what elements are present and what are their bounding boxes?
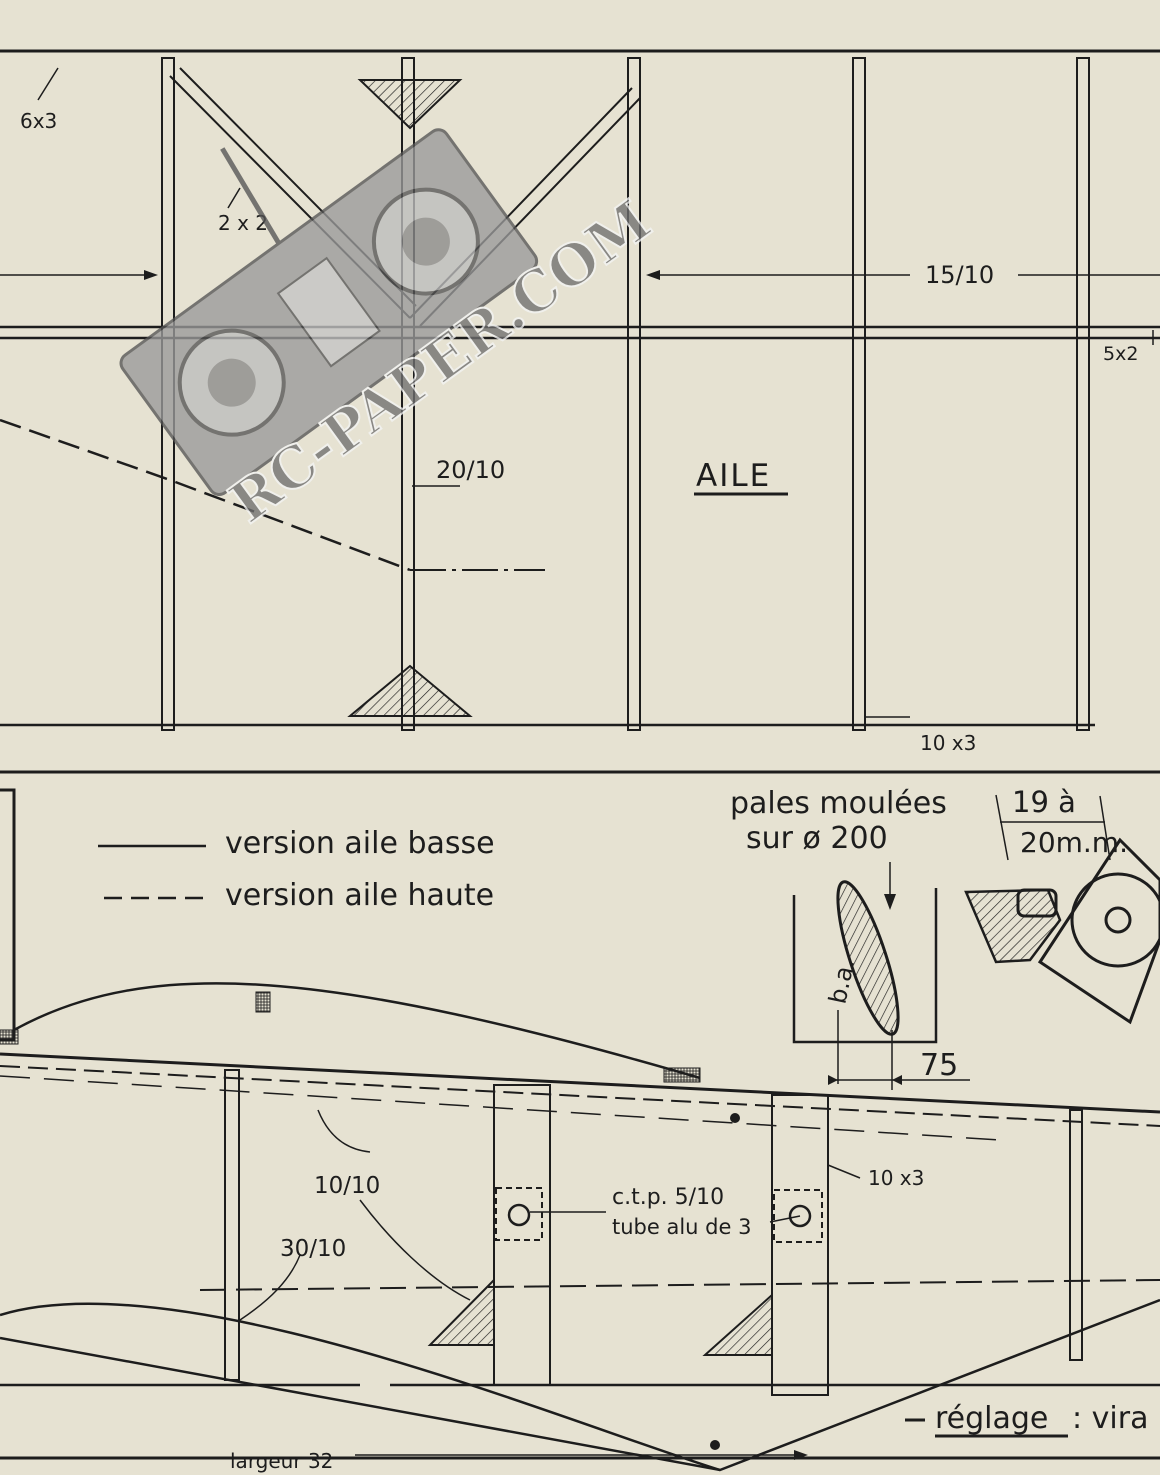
plywood-plate-a xyxy=(495,1187,543,1241)
adjust-label: réglage xyxy=(935,1401,1048,1436)
top-longeron-dash xyxy=(0,1065,1160,1127)
label-wire-30-10: 30/10 xyxy=(280,1236,346,1262)
propeller-arrow xyxy=(884,894,896,910)
arrow-head-right xyxy=(646,270,660,280)
canopy-grid-a xyxy=(255,991,271,1013)
canopy-grid-c xyxy=(663,1067,701,1083)
label-trailing-edge-10x3: 10 x3 xyxy=(920,731,976,755)
label-plywood: c.t.p. 5/10 xyxy=(612,1185,724,1210)
canopy-curve xyxy=(13,982,701,1080)
propeller-detail: pales moulées sur ø 200 b.a. 75 xyxy=(730,786,970,1090)
alu-tube-a xyxy=(507,1203,531,1227)
fuselage-gusset-b xyxy=(702,1292,773,1356)
hinge-detail: 19 à 20m.m. xyxy=(964,785,1160,1025)
label-strut-20-10: 20/10 xyxy=(436,456,505,484)
hinge-hub xyxy=(1104,906,1132,934)
gusset-top xyxy=(357,79,463,130)
legend-high-wing: version aile haute xyxy=(225,878,494,913)
propeller-dimension: 75 xyxy=(920,1048,958,1083)
fuselage-gusset-a xyxy=(427,1277,495,1346)
top-longeron-inner xyxy=(0,1075,1001,1141)
lower-curve xyxy=(0,1302,721,1472)
label-alu-tube: tube alu de 3 xyxy=(612,1215,751,1239)
watermark: RC-PAPER.COM xyxy=(119,128,664,537)
label-spar-5x2: 5x2 xyxy=(1103,343,1138,365)
fuselage-uprights xyxy=(224,1069,1083,1396)
plywood-plate-b xyxy=(773,1189,823,1243)
propeller-box xyxy=(792,888,938,1044)
lower-longeron-dash xyxy=(199,1279,1160,1291)
propeller-title-line2: sur ø 200 xyxy=(746,821,888,856)
high-wing-dash-line xyxy=(0,418,411,572)
propeller-title-line1: pales moulées xyxy=(730,786,947,821)
label-spar-6x3: 6x3 xyxy=(20,109,57,133)
legend-low-wing: version aile basse xyxy=(225,826,495,861)
wing-title: AILE xyxy=(696,458,771,494)
alu-tube-b xyxy=(788,1204,812,1228)
propeller-leading-edge: b.a. xyxy=(823,956,860,1006)
canopy-grid-b xyxy=(0,1029,19,1045)
fuselage-side-view: 10/10 30/10 10 x3 c.t.p. 5/10 tube alu d… xyxy=(0,788,1160,1473)
label-wire-10-10: 10/10 xyxy=(314,1173,380,1199)
hinge-plate xyxy=(1037,837,1160,1025)
label-width: largeur 32 xyxy=(230,1449,333,1473)
legend: version aile basse version aile haute xyxy=(98,826,495,913)
top-longeron xyxy=(0,1052,1160,1114)
arrow-head-left xyxy=(144,270,158,280)
fuselage-border xyxy=(0,788,16,1042)
lower-longeron xyxy=(0,1298,1160,1472)
label-longeron-10x3: 10 x3 xyxy=(868,1166,924,1190)
hinge-dim-line1: 19 à xyxy=(1012,785,1076,819)
hinge-wheel xyxy=(1070,872,1160,968)
hinge-clip xyxy=(1016,888,1058,918)
adjust-value: : vira xyxy=(1072,1401,1148,1436)
gusset-bottom xyxy=(347,664,473,717)
label-wire-15-10: 15/10 xyxy=(925,261,994,289)
